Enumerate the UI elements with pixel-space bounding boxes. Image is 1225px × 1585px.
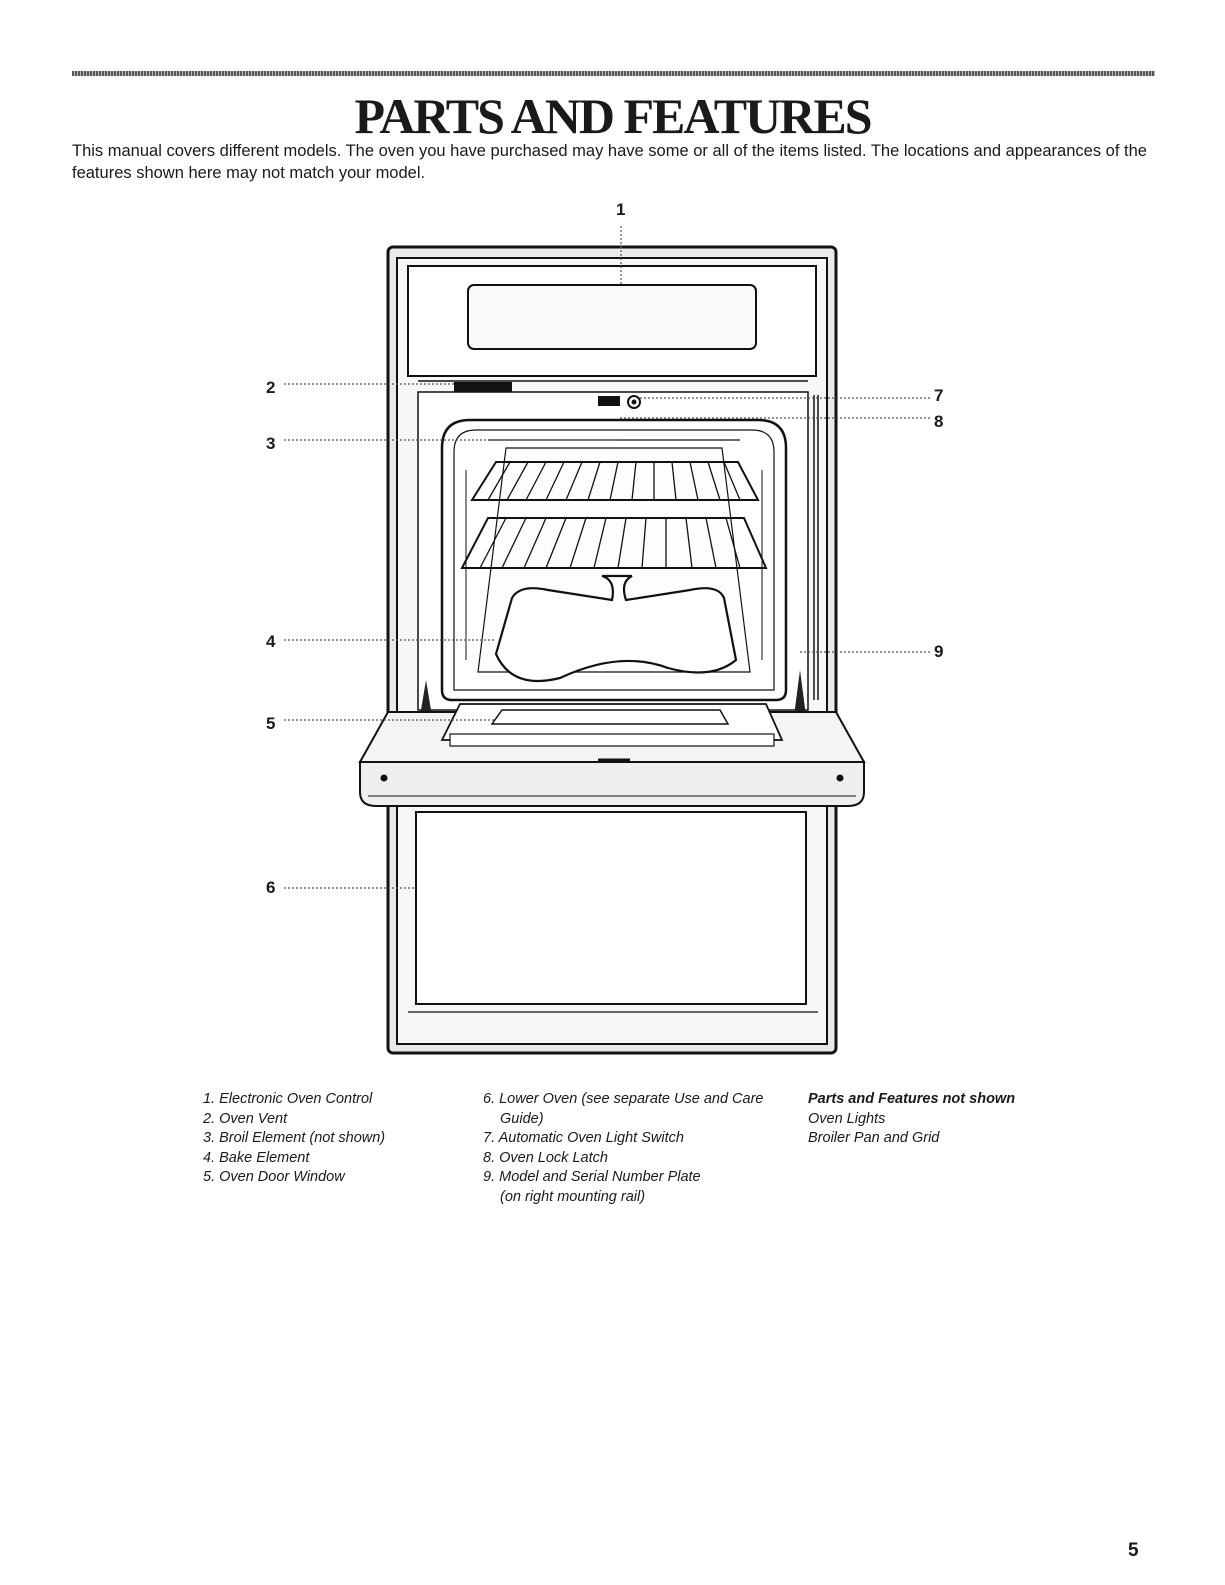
- oven-vent: [454, 382, 512, 392]
- legend-item: Oven Lights: [808, 1110, 886, 1127]
- callout-2: 2: [266, 378, 276, 397]
- legend-column-2: 6. Lower Oven (see separate Use and Care…: [483, 1090, 763, 1207]
- callout-6: 6: [266, 878, 276, 897]
- legend-item: 6. Lower Oven (see separate Use and Care: [483, 1091, 764, 1107]
- callout-3: 3: [266, 434, 276, 453]
- lower-rack: [460, 517, 768, 569]
- legend-heading: Parts and Features not shown: [808, 1091, 1016, 1107]
- callout-8: 8: [934, 412, 944, 431]
- legend-item: Guide): [500, 1110, 544, 1127]
- legend-column-3: Parts and Features not shown Oven Lights…: [808, 1090, 1015, 1149]
- legend-item: 4. Bake Element: [203, 1149, 310, 1166]
- control-display: [467, 284, 757, 350]
- legend-item: 9. Model and Serial Number Plate: [483, 1169, 701, 1185]
- legend-item: 3. Broil Element (not shown): [203, 1130, 386, 1146]
- top-dotted-rule: [72, 71, 1155, 76]
- callout-5: 5: [266, 714, 276, 733]
- lower-oven: [415, 811, 807, 1005]
- legend-item: 7. Automatic Oven Light Switch: [483, 1130, 684, 1146]
- legend-column-1: 1. Electronic Oven Control 2. Oven Vent …: [203, 1090, 385, 1188]
- legend-item: Broiler Pan and Grid: [808, 1130, 940, 1146]
- legend-item: 1. Electronic Oven Control: [203, 1091, 373, 1107]
- intro-paragraph: This manual covers different models. The…: [72, 142, 1147, 182]
- page-title: PARTS AND FEATURES: [354, 88, 872, 144]
- callout-9: 9: [934, 642, 944, 661]
- callout-4: 4: [266, 632, 276, 651]
- oven-lock-latch: [598, 396, 620, 406]
- oven-diagram: [284, 226, 930, 1055]
- bake-element: [494, 574, 738, 682]
- oven-door-window: [490, 709, 730, 725]
- legend-item: (on right mounting rail): [500, 1188, 646, 1205]
- legend-item: 5. Oven Door Window: [203, 1169, 345, 1185]
- legend-item: 8. Oven Lock Latch: [483, 1149, 608, 1166]
- legend-item: 2. Oven Vent: [203, 1110, 288, 1127]
- upper-rack: [470, 461, 760, 501]
- page-number: 5: [1128, 1540, 1139, 1561]
- callout-7: 7: [934, 386, 944, 405]
- callout-1: 1: [616, 200, 626, 219]
